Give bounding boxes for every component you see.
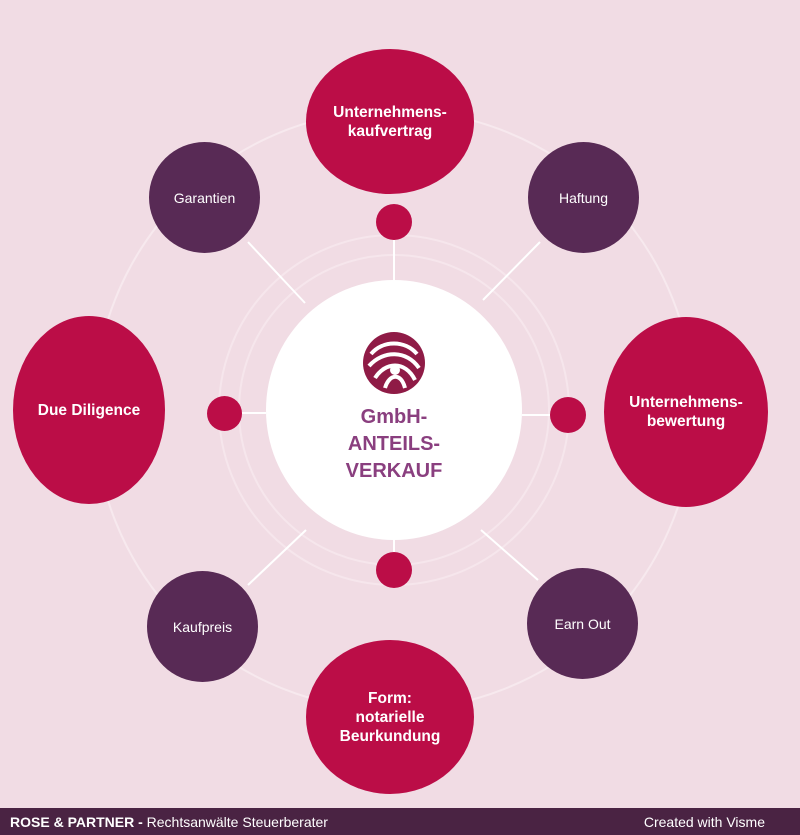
center-title: GmbH- ANTEILS- VERKAUF: [345, 405, 443, 482]
node-label: Due Diligence: [37, 401, 141, 419]
node-label: Kaufpreis: [172, 618, 233, 635]
node-form-notarielle-beurkundung[interactable]: Form: notarielle Beurkundung: [306, 640, 474, 794]
node-label: Unternehmens- kaufvertrag: [333, 103, 447, 140]
connector-bottom-right: [480, 529, 539, 581]
center-node[interactable]: GmbH- ANTEILS- VERKAUF: [266, 280, 522, 540]
footer-bar: ROSE & PARTNER - Rechtsanwälte Steuerber…: [0, 808, 800, 835]
connector-dot-top: [376, 204, 412, 240]
node-earn-out[interactable]: Earn Out: [527, 568, 638, 679]
node-label: Haftung: [558, 189, 609, 206]
connector-top-left: [247, 241, 306, 304]
node-garantien[interactable]: Garantien: [149, 142, 260, 253]
node-haftung[interactable]: Haftung: [528, 142, 639, 253]
footer-subtitle: Rechtsanwälte Steuerberater: [142, 813, 328, 830]
connector-dot-right: [550, 397, 586, 433]
rose-logo-icon: [363, 331, 425, 394]
node-kaufpreis[interactable]: Kaufpreis: [147, 571, 258, 682]
footer-brand-line: ROSE & PARTNER - Rechtsanwälte Steuerber…: [10, 814, 328, 830]
connector-dot-left: [207, 396, 242, 431]
node-label: Form: notarielle Beurkundung: [339, 689, 441, 745]
footer-brand: ROSE & PARTNER -: [10, 813, 143, 830]
node-label: Unternehmens- bewertung: [629, 394, 743, 430]
connector-bottom-left: [247, 529, 307, 586]
connector-dot-bottom: [376, 552, 412, 588]
node-label: Earn Out: [554, 615, 611, 632]
connector-top-right: [482, 241, 541, 301]
node-due-diligence[interactable]: Due Diligence: [13, 316, 165, 504]
footer-credit[interactable]: Created with Visme: [643, 813, 765, 830]
node-label: Garantien: [173, 189, 236, 206]
node-unternehmenskaufvertrag[interactable]: Unternehmens- kaufvertrag: [306, 49, 474, 194]
node-unternehmensbewertung[interactable]: Unternehmens- bewertung: [604, 317, 768, 507]
